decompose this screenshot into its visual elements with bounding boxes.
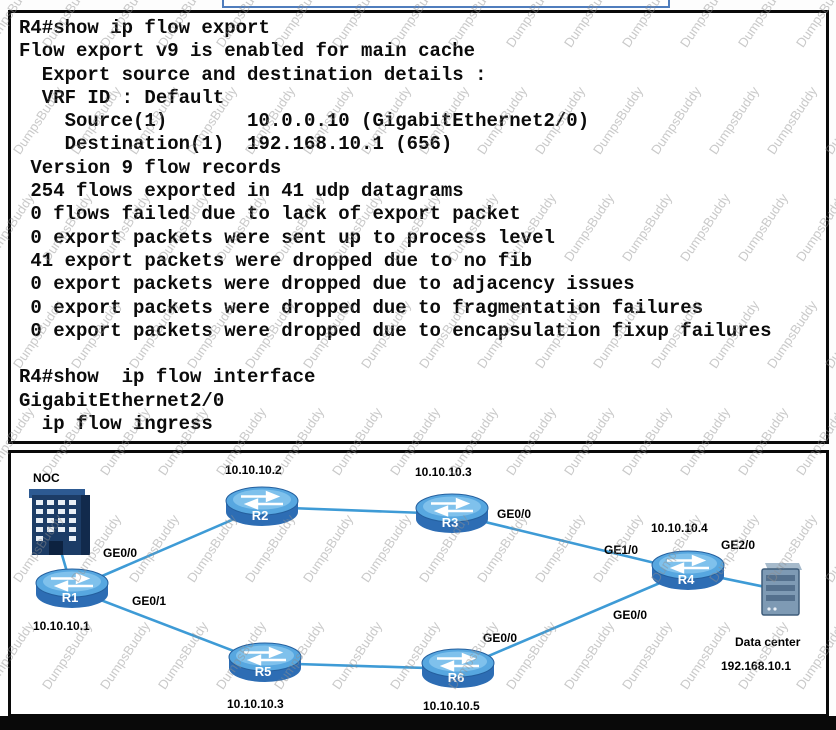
interface-label-ge0-0: GE0/0	[613, 608, 648, 622]
cli-line: R4#show ip flow interface	[19, 366, 316, 389]
topology-panel: NOC Data center 192.168.10.1	[8, 450, 829, 717]
router-name-label: R1	[61, 590, 79, 605]
router-icon	[415, 493, 489, 533]
cli-line: Destination(1) 192.168.10.1 (656)	[19, 133, 453, 156]
interface-label-ge0-0: GE0/0	[483, 631, 518, 645]
router-r6: R6	[420, 645, 496, 693]
interface-label-ge0-1: GE0/1	[132, 594, 167, 608]
router-icon	[421, 648, 495, 688]
router-r1: R1	[34, 565, 110, 613]
router-name-label: R4	[677, 572, 695, 587]
interface-label-ge1-0: GE1/0	[604, 543, 639, 557]
router-ip-label: 10.10.10.1	[33, 619, 90, 633]
cli-line: R4#show ip flow export	[19, 17, 270, 39]
noc-building-icon	[29, 489, 90, 555]
router-r3: R3	[414, 490, 490, 538]
datacenter-ip-label: 192.168.10.1	[721, 659, 792, 673]
router-icon	[35, 568, 109, 608]
router-r4: R4	[650, 547, 726, 595]
router-icon	[225, 486, 299, 526]
cropped-answer-box	[222, 0, 670, 8]
cli-line: Flow export v9 is enabled for main cache	[19, 40, 476, 63]
router-name-label: R3	[441, 515, 459, 530]
cli-line: 0 flows failed due to lack of export pac…	[19, 203, 521, 226]
noc-label: NOC	[33, 471, 60, 485]
cli-line: ip flow ingress	[19, 413, 213, 436]
cli-line: 254 flows exported in 41 udp datagrams	[19, 180, 464, 203]
cli-line: 0 export packets were sent up to process…	[19, 226, 555, 249]
cli-line: 0 export packets were dropped due to adj…	[19, 273, 635, 296]
interface-label-ge0-0: GE0/0	[497, 507, 532, 521]
router-name-label: R2	[251, 508, 269, 523]
cli-line: VRF ID : Default	[19, 86, 225, 109]
cli-line: Version 9 flow records	[19, 156, 282, 179]
cli-output-panel: R4#show ip flow export Flow export v9 is…	[8, 10, 829, 444]
router-r2: R2	[224, 483, 300, 531]
cli-line: 0 export packets were dropped due to enc…	[19, 319, 772, 342]
router-icon	[228, 642, 302, 682]
router-ip-label: 10.10.10.3	[227, 697, 284, 711]
router-ip-label: 10.10.10.3	[415, 465, 472, 479]
router-ip-label: 10.10.10.4	[651, 521, 708, 535]
router-icon	[651, 550, 725, 590]
cli-line	[19, 343, 826, 366]
datacenter-server-icon	[761, 563, 802, 616]
router-r5: R5	[227, 639, 303, 687]
router-ip-label: 10.10.10.2	[225, 463, 282, 477]
cli-line: 0 export packets were dropped due to fra…	[19, 296, 704, 319]
cli-line: Source(1) 10.0.0.10 (GigabitEthernet2/0)	[19, 110, 590, 133]
interface-label-ge0-0: GE0/0	[103, 546, 138, 560]
cli-line: GigabitEthernet2/0	[19, 389, 225, 412]
router-name-label: R5	[254, 664, 272, 679]
router-ip-label: 10.10.10.5	[423, 699, 480, 713]
datacenter-label: Data center	[735, 635, 801, 649]
bottom-black-bar	[0, 716, 836, 730]
router-name-label: R6	[447, 670, 465, 685]
cli-line: 41 export packets were dropped due to no…	[19, 249, 533, 272]
interface-label-ge2-0: GE2/0	[721, 538, 756, 552]
cli-line: Export source and destination details :	[19, 63, 487, 86]
